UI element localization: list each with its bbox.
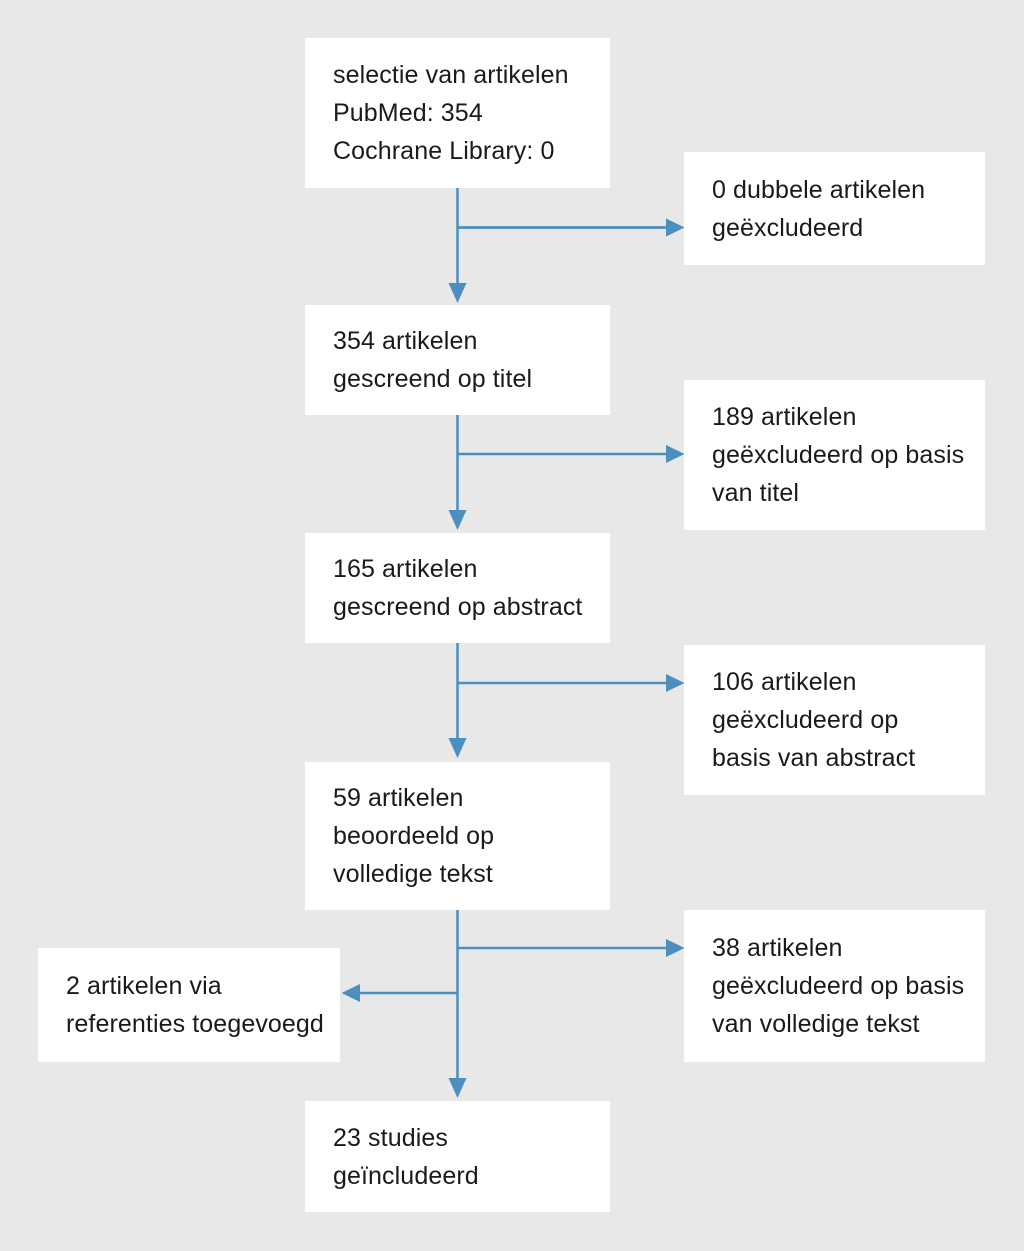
box-text-line: van volledige tekst	[712, 1010, 920, 1038]
arrow-source-to-screened-title	[448, 188, 467, 303]
flow-box-fulltext-assessed: 59 artikelen beoordeeld op volledige tek…	[305, 762, 610, 910]
box-text-line: gescreend op abstract	[333, 593, 583, 621]
box-text-line: 2 artikelen via	[66, 972, 222, 1000]
box-text-line: 38 artikelen	[712, 934, 843, 962]
flow-box-included: 23 studies geïncludeerd	[305, 1101, 610, 1212]
box-text-line: 106 artikelen	[712, 668, 857, 696]
box-text-line: 23 studies	[333, 1123, 448, 1152]
arrow-source-to-dedup-excluded	[457, 218, 685, 237]
arrow-fulltext-assessed-to-references-added	[341, 984, 458, 1002]
box-text-line: 0 dubbele artikelen	[712, 175, 926, 204]
arrow-screened-abstract-to-fulltext-assessed	[448, 643, 467, 758]
box-text-line: 59 artikelen	[333, 784, 464, 812]
box-text-line: gescreend op titel	[333, 365, 533, 393]
box-text-line: 189 artikelen	[712, 403, 857, 431]
box-text-line: geïncludeerd	[333, 1161, 479, 1190]
flow-box-screened-abstract: 165 artikelen gescreend op abstract	[305, 533, 610, 643]
arrow-screened-title-to-title-excluded	[457, 445, 685, 463]
flow-box-source: selectie van artikelen PubMed: 354 Cochr…	[305, 38, 610, 188]
arrow-screened-title-to-screened-abstract	[448, 415, 467, 530]
flow-box-fulltext-excluded: 38 artikelen geëxcludeerd op basis van v…	[684, 910, 985, 1062]
box-text-line: geëxcludeerd	[712, 213, 864, 242]
flow-box-dedup-excluded: 0 dubbele artikelen geëxcludeerd	[684, 152, 985, 265]
box-text-line: geëxcludeerd op	[712, 706, 899, 734]
box-text-line: beoordeeld op	[333, 822, 495, 850]
box-text-line: geëxcludeerd op basis	[712, 972, 965, 1000]
arrow-fulltext-assessed-to-fulltext-excluded	[457, 939, 685, 957]
box-text-line: basis van abstract	[712, 744, 916, 772]
box-text-line: 354 artikelen	[333, 327, 478, 355]
flow-box-screened-title: 354 artikelen gescreend op titel	[305, 305, 610, 415]
box-text-line: selectie van artikelen	[333, 61, 569, 89]
box-text-line: 165 artikelen	[333, 555, 478, 583]
box-text-line: volledige tekst	[333, 860, 493, 888]
arrow-screened-abstract-to-abstract-excluded	[457, 674, 685, 692]
box-text-line: referenties toegevoegd	[66, 1010, 324, 1038]
box-text-line: Cochrane Library: 0	[333, 137, 555, 165]
flow-box-title-excluded: 189 artikelen geëxcludeerd op basis van …	[684, 380, 985, 530]
arrow-fulltext-assessed-to-included	[448, 910, 467, 1098]
box-text-line: PubMed: 354	[333, 99, 483, 127]
box-text-line: van titel	[712, 479, 800, 507]
flow-box-references-added: 2 artikelen via referenties toegevoegd	[38, 948, 340, 1062]
box-text-line: geëxcludeerd op basis	[712, 441, 965, 469]
flow-box-abstract-excluded: 106 artikelen geëxcludeerd op basis van …	[684, 645, 985, 795]
